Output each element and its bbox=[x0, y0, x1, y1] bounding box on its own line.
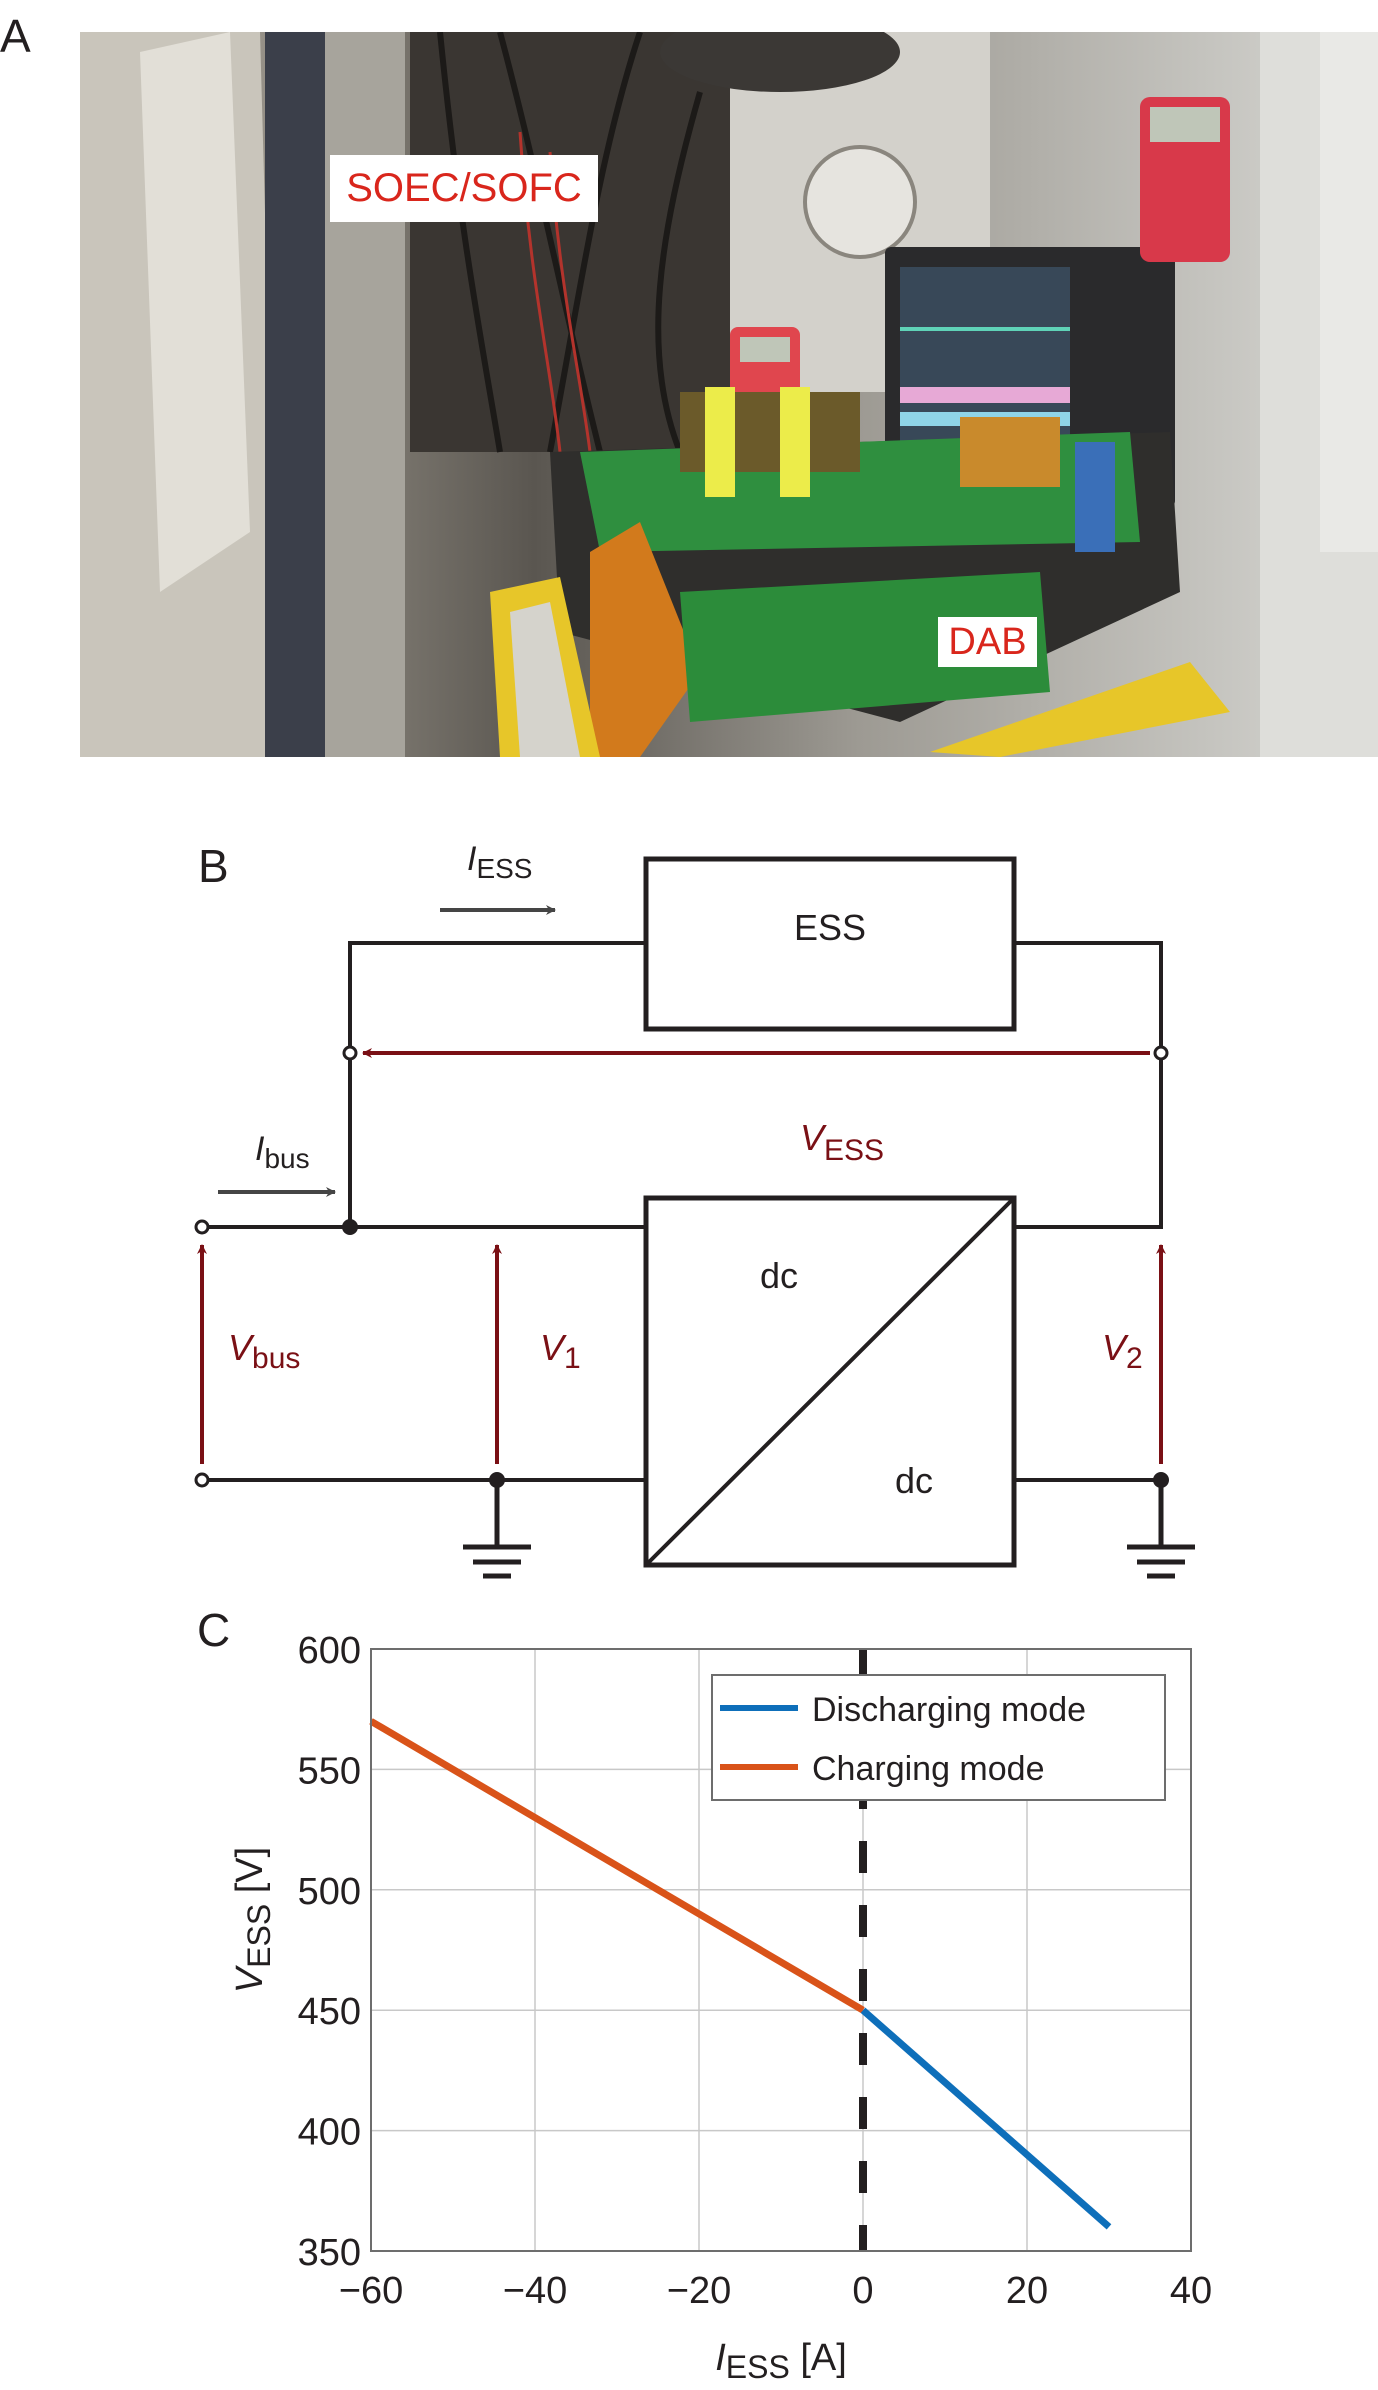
converter-input-label: dc bbox=[760, 1255, 798, 1296]
node-open bbox=[342, 1045, 358, 1061]
bus-terminal-negative bbox=[194, 1472, 210, 1488]
tape bbox=[780, 387, 810, 497]
plot-frame bbox=[370, 1648, 1192, 2252]
junction-node bbox=[342, 1219, 358, 1235]
paper-document bbox=[140, 32, 250, 592]
i-ess-sub: ESS bbox=[476, 853, 532, 884]
series-line-discharging-mode bbox=[860, 2007, 1112, 2230]
v1-main: V bbox=[540, 1327, 567, 1368]
cabinet bbox=[1320, 32, 1378, 552]
x-axis-label-unit: [A] bbox=[790, 2337, 847, 2379]
converter-diagonal bbox=[644, 1196, 1016, 1567]
ground-symbol-right bbox=[1127, 1480, 1195, 1579]
v2-main: V bbox=[1102, 1327, 1129, 1368]
v-ess-label: VESS bbox=[800, 1117, 884, 1167]
multimeter-display bbox=[740, 337, 790, 362]
v2-sub: 2 bbox=[1126, 1342, 1143, 1375]
probe-face bbox=[510, 602, 580, 757]
y-tick-label: 600 bbox=[298, 1630, 361, 1672]
x-tick-label: −20 bbox=[667, 2270, 731, 2312]
y-tick-label: 400 bbox=[298, 2112, 361, 2154]
converter-output-label: dc bbox=[895, 1460, 933, 1501]
i-bus-sub: bus bbox=[264, 1143, 309, 1174]
v-bus-main: V bbox=[228, 1327, 255, 1368]
legend-label-discharging: Discharging mode bbox=[812, 1691, 1086, 1729]
circuit-diagram: B IESS ESS VESS dc dc Ibus Vbus V1 V2 bbox=[194, 840, 1195, 1579]
x-tick-label: −40 bbox=[503, 2270, 567, 2312]
gate-driver-board bbox=[680, 572, 1050, 722]
panel-c-letter: C bbox=[197, 1604, 230, 1656]
panel-a-letter: A bbox=[0, 10, 31, 62]
y-tick-label: 450 bbox=[298, 1991, 361, 2033]
legend-box bbox=[711, 1674, 1166, 1801]
v-bus-sub: bus bbox=[252, 1342, 300, 1375]
y-axis-label: VESS [V] bbox=[229, 1847, 277, 1993]
cables bbox=[437, 32, 703, 454]
ess-voltage-chart: C −60 −40 −20 0 20 40 350 400 450 500 550 600 VESS … bbox=[197, 1604, 1212, 2385]
differential-probe bbox=[930, 662, 1230, 757]
y-tick-label: 500 bbox=[298, 1871, 361, 1913]
v-ess-main: V bbox=[800, 1117, 827, 1158]
soec-sofc-label: SOEC/SOFC bbox=[330, 155, 598, 222]
i-bus-label: Ibus bbox=[255, 1130, 310, 1174]
y-axis-label-main: V bbox=[229, 1964, 271, 1993]
dab-label: DAB bbox=[938, 617, 1037, 667]
cable-coil bbox=[660, 32, 900, 92]
v2-label: V2 bbox=[1102, 1327, 1143, 1375]
wire-left-top bbox=[348, 941, 646, 1227]
x-axis-label-main: I bbox=[715, 2337, 726, 2379]
y-axis-label-unit: [V] bbox=[229, 1847, 271, 1904]
lab-setup-photo: SOEC/SOFC DAB bbox=[80, 32, 1378, 757]
scope-trace bbox=[900, 387, 1070, 403]
y-tick-label: 350 bbox=[298, 2232, 361, 2274]
ground-symbol-left bbox=[463, 1480, 531, 1579]
x-tick-label: −60 bbox=[339, 2270, 403, 2312]
v-bus-label: Vbus bbox=[228, 1327, 300, 1375]
node-open bbox=[1153, 1045, 1169, 1061]
inductor bbox=[960, 417, 1060, 487]
x-axis-label-sub: ESS bbox=[726, 2349, 790, 2385]
legend-label-charging: Charging mode bbox=[812, 1750, 1044, 1788]
v1-sub: 1 bbox=[564, 1342, 581, 1375]
y-axis-label-sub: ESS bbox=[241, 1904, 277, 1968]
kapton-foil bbox=[590, 522, 700, 757]
multimeter-display bbox=[1150, 107, 1220, 142]
i-bus-main: I bbox=[255, 1130, 265, 1168]
x-tick-label: 0 bbox=[852, 2270, 873, 2312]
current-probe bbox=[1075, 442, 1115, 552]
ess-box-label: ESS bbox=[794, 907, 866, 948]
tape bbox=[705, 387, 735, 497]
x-tick-label: 40 bbox=[1170, 2270, 1212, 2312]
i-ess-label: IESS bbox=[467, 840, 532, 884]
frame-bar bbox=[265, 32, 325, 757]
scope-trace bbox=[900, 327, 1070, 331]
x-axis-label: IESS [A] bbox=[715, 2337, 847, 2385]
bus-terminal-positive bbox=[194, 1219, 210, 1235]
i-ess-main: I bbox=[467, 840, 477, 878]
x-tick-label: 20 bbox=[1006, 2270, 1048, 2312]
series-line-charging-mode bbox=[369, 1718, 865, 2014]
wire-right bbox=[1014, 941, 1163, 1229]
v-ess-sub: ESS bbox=[824, 1134, 884, 1167]
y-tick-label: 550 bbox=[298, 1750, 361, 1792]
wheel bbox=[803, 145, 917, 259]
cable-bundle bbox=[410, 32, 730, 452]
v1-label: V1 bbox=[540, 1327, 581, 1375]
panel-b-letter: B bbox=[198, 840, 229, 892]
photo-illustration bbox=[80, 32, 1378, 757]
frame-bar bbox=[325, 32, 405, 757]
legend: Discharging mode Charging mode bbox=[711, 1674, 1166, 1801]
